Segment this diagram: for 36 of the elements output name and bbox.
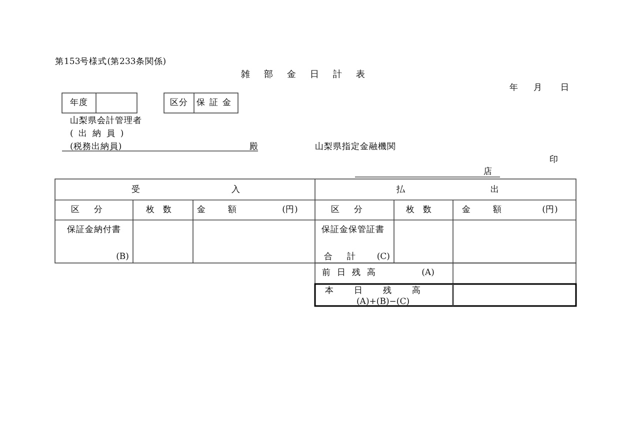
form-number: 第153号様式(第233条関係): [55, 57, 166, 67]
honorific-text: 殿: [250, 142, 258, 152]
column-header: 区分: [71, 205, 117, 215]
field-label: 区分: [170, 98, 188, 108]
addressee-text: (出納員): [70, 129, 129, 139]
column-header: 金額: [462, 205, 524, 215]
addressee-text: 山梨県会計管理者: [70, 116, 142, 126]
row-label: 本日残高: [325, 286, 441, 296]
addressee-text: (税務出納員): [70, 142, 122, 152]
column-header: 金額: [197, 205, 259, 215]
column-header: 枚数: [406, 205, 440, 215]
field-value: 保証金: [196, 98, 236, 108]
sender-text: 山梨県指定金融機関: [315, 142, 396, 152]
column-header: 区分: [331, 205, 377, 215]
row-label: 合計: [324, 252, 370, 262]
column-header: (円): [542, 205, 558, 215]
seal-label: 印: [550, 155, 558, 165]
column-header: 入: [232, 185, 240, 195]
column-header: 払: [396, 185, 406, 195]
row-label: 保証金保管証書: [322, 225, 384, 235]
row-label: (C): [376, 252, 390, 262]
date-label: 年: [510, 83, 518, 93]
column-header: 出: [490, 185, 500, 195]
column-header: 枚数: [146, 205, 180, 215]
field-label: 年度: [70, 98, 88, 108]
column-header: (円): [282, 205, 298, 215]
column-header: 受: [132, 185, 140, 195]
row-label: 前日残高: [322, 268, 382, 278]
formula-text: (A)+(B)−(C): [356, 297, 410, 307]
row-label: (A): [422, 268, 434, 278]
date-label: 月: [534, 83, 542, 93]
row-label: (B): [116, 252, 129, 262]
row-label: 保証金納付書: [67, 225, 121, 235]
branch-label: 店: [484, 167, 492, 177]
form-title: 雑部金日計表: [241, 70, 379, 80]
date-label: 日: [560, 83, 570, 93]
